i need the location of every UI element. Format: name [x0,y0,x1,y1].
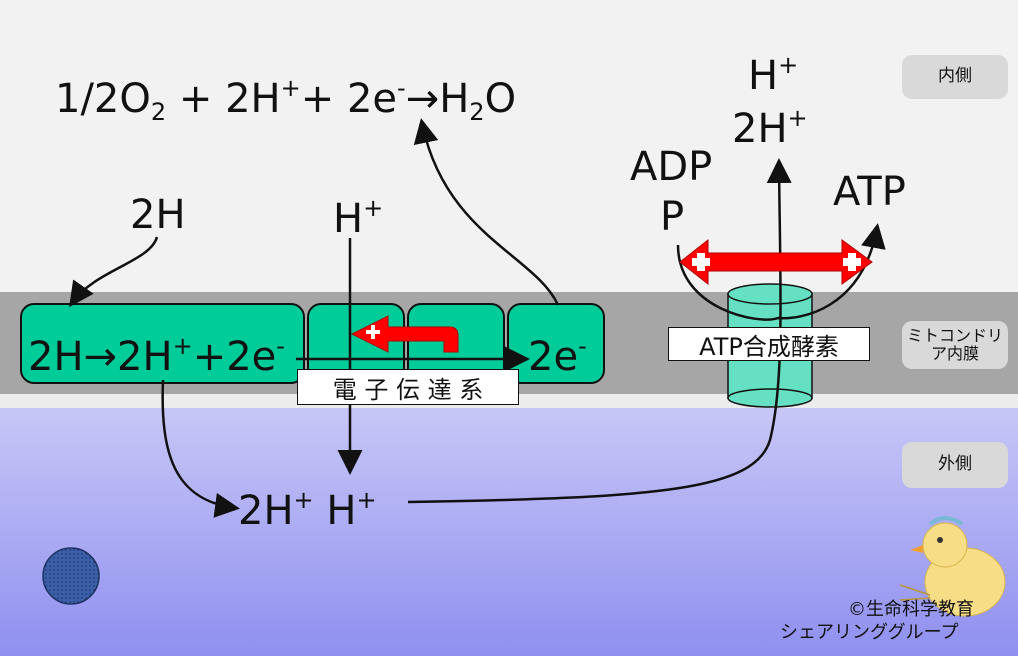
dissociation-reaction: 2H→2H++2e- [28,334,285,377]
proton-input: H+ [333,196,383,239]
proton-pair-symbol: 2H [732,106,788,152]
electron-transport-chain-label: 電 子 伝 達 系 [297,369,519,405]
credit-line-1: ©生命科学教育 [780,598,974,621]
proton-top-charge: + [778,51,798,79]
reaction-part-a: 2H→2H [28,334,173,380]
proton-input-symbol: H [333,196,363,242]
proton-top-symbol: H [748,53,778,99]
outside-protons-b: H [326,488,356,534]
electron-pair-symbol: 2e [528,334,578,380]
water-subscript: 2 [469,98,484,126]
proton-term: 2H [225,76,281,122]
reaction-charge-1: + [173,332,193,360]
outside-protons-a-charge: + [294,486,314,514]
electron-charge: - [397,74,406,102]
outside-protons-b-charge: + [356,486,376,514]
proton-charge: + [281,74,301,102]
hydrogen-input: 2H [130,195,186,235]
proton-released-pair: 2H+ [732,106,808,149]
copyright-credit: ©生命科学教育 シェアリンググループ [780,598,974,645]
electron-term: 2e [347,76,397,122]
atp-synthase-label: ATP合成酵素 [668,327,870,361]
electron-pair-charge: - [578,332,587,360]
equation: 1/2O2 + 2H++ 2e-→H2O [55,76,516,124]
proton-released-top: H+ [748,53,798,96]
reaction-part-b: +2e [193,334,277,380]
adp-label: ADP [630,147,712,187]
oxygen-subscript: 2 [151,98,166,126]
plus-sign-1: + [179,76,213,122]
phosphate-label: P [660,197,684,237]
electron-pair: 2e- [528,334,587,377]
water-term: H [439,76,469,122]
proton-pair-charge: + [788,104,808,132]
reaction-arrow: → [406,76,440,122]
credit-line-2: シェアリンググループ [780,621,974,644]
oxygen-term: 1/2O [55,76,151,122]
reaction-charge-2: - [276,332,285,360]
proton-input-charge: + [363,194,383,222]
outside-protons-a: 2H [238,488,294,534]
water-term-end: O [485,76,516,122]
plus-sign-2: + [301,76,335,122]
atp-label: ATP [833,172,906,212]
outside-protons: 2H+ H+ [238,488,377,531]
